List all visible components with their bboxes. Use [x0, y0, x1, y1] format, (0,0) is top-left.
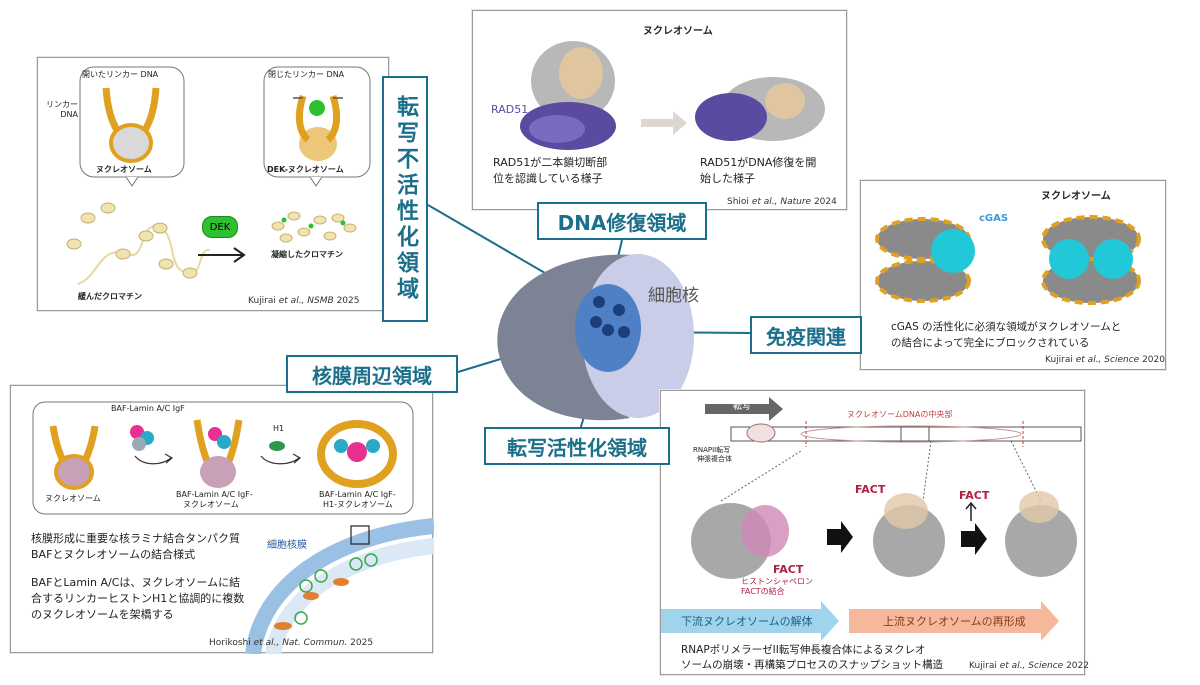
- closed-linker-label: 閉じたリンカー DNA: [268, 70, 345, 79]
- baf-complex-label-2: ヌクレオソーム: [183, 500, 239, 509]
- cgas-label: cGAS: [979, 213, 1009, 224]
- rnapii-label-2: 伸張複合体: [697, 455, 732, 463]
- fact-caption-2: ソームの崩壊・再構築プロセスのスナップショット構造: [681, 659, 944, 671]
- chaperone-label-2: FACTの結合: [741, 587, 785, 596]
- baf-caption-1: 核膜形成に重要な核ラミナ結合タンパク質: [31, 532, 240, 545]
- panel-rad51-repair: ヌクレオソーム RAD51 RAD51が二本鎖切断部 位を認識している様子 RA…: [472, 10, 847, 210]
- citation-rad51: Shioi et al., Nature 2024: [727, 197, 837, 207]
- fact-caption-1: RNAPポリメラーゼII転写伸長複合体によるヌクレオ: [681, 644, 926, 656]
- baf-complex-label-1: BAF-Lamin A/C IgF-: [176, 490, 253, 499]
- rad51-caption-left-2: 位を認識している様子: [493, 172, 603, 185]
- dek-nucleosome-label: DEK-ヌクレオソーム: [267, 165, 344, 174]
- dek-protein-badge: DEK: [202, 216, 238, 238]
- fact-label-3: FACT: [959, 489, 990, 502]
- rad51-caption-left-1: RAD51が二本鎖切断部: [493, 156, 608, 169]
- rad51-caption-right-2: 始した様子: [700, 172, 755, 185]
- downstream-label: 下流ヌクレオソームの解体: [681, 615, 813, 628]
- citation-baf: Horikoshi et al., Nat. Commun. 2025: [209, 638, 374, 648]
- linker-dna-label: リンカー DNA: [46, 100, 78, 119]
- cell-nucleus-diagram: 細胞核: [490, 240, 720, 430]
- panel-cgas-immune: ヌクレオソーム cGAS cGAS の活性化に必須な領域がヌクレオソームと の結…: [860, 180, 1166, 370]
- nucleosome-label: ヌクレオソーム: [96, 165, 152, 174]
- rad51-label: RAD51: [491, 103, 529, 116]
- region-label-activation: 転写活性化領域: [484, 427, 670, 465]
- fact-label-1: FACT: [773, 563, 804, 576]
- baf-caption-4: 合するリンカーヒストンH1と協調的に複数: [31, 592, 245, 605]
- baf-caption-2: BAFとヌクレオソームの結合様式: [31, 548, 196, 561]
- panel-fact-transcription: 転写 ヌクレオソームDNAの中央部 RNAPII転写 伸張複合体 FACT FA…: [660, 390, 1089, 675]
- nucleus-label: 細胞核: [648, 286, 699, 306]
- nuclear-envelope-label: 細胞核膜: [267, 540, 307, 551]
- transcription-label: 転写: [733, 402, 752, 412]
- baf-caption-3: BAFとLamin A/Cは、ヌクレオソームに結: [31, 576, 241, 589]
- condensed-chromatin-label: 凝縮したクロマチン: [271, 250, 343, 259]
- baf-caption-5: のヌクレオソームを架橋する: [31, 608, 174, 621]
- region-label-dna-repair: DNA修復領域: [537, 202, 707, 240]
- cgas-caption-1: cGAS の活性化に必須な領域がヌクレオソームと: [891, 321, 1122, 333]
- fact-label-2: FACT: [855, 483, 886, 496]
- open-linker-label: 開いたリンカー DNA: [82, 70, 159, 79]
- baf-nucleosome-label: ヌクレオソーム: [45, 494, 101, 503]
- region-label-nuclear-periphery: 核膜周辺領域: [286, 355, 458, 393]
- rnapii-label-1: RNAPII転写: [693, 446, 731, 454]
- rad51-panel-title: ヌクレオソーム: [643, 26, 713, 37]
- h1-label: H1: [273, 424, 285, 433]
- cgas-caption-2: の結合によって完全にブロックされている: [891, 337, 1090, 349]
- baf-title: BAF-Lamin A/C IgF: [111, 404, 185, 413]
- nucleosome-center-label: ヌクレオソームDNAの中央部: [847, 410, 953, 419]
- chaperone-label-1: ヒストンシャペロン: [741, 577, 813, 586]
- citation-dek: Kujirai et al., NSMB 2025: [248, 296, 360, 306]
- cgas-panel-title: ヌクレオソーム: [1041, 191, 1111, 202]
- upstream-label: 上流ヌクレオソームの再形成: [883, 615, 1026, 628]
- baf-h1-complex-label-2: H1-ヌクレオソーム: [323, 500, 393, 509]
- baf-h1-complex-label-1: BAF-Lamin A/C IgF-: [319, 490, 396, 499]
- panel-baf-lamin: BAF-Lamin A/C IgF H1 ヌクレオソーム BAF-Lamin A…: [10, 385, 434, 654]
- region-label-repression: 転写不活性化領域: [382, 76, 428, 322]
- citation-fact: Kujirai et al., Science 2022: [969, 661, 1089, 671]
- citation-cgas: Kujirai et al., Science 2020: [1045, 355, 1165, 365]
- rad51-caption-right-1: RAD51がDNA修復を開: [700, 156, 817, 169]
- loose-chromatin-label: 緩んだクロマチン: [78, 292, 142, 301]
- dek-label: DEK: [209, 221, 231, 233]
- region-label-immune: 免疫関連: [750, 316, 862, 354]
- panel-dek-chromatin: 開いたリンカー DNA 閉じたリンカー DNA リンカー DNA ヌクレオソーム…: [37, 57, 389, 311]
